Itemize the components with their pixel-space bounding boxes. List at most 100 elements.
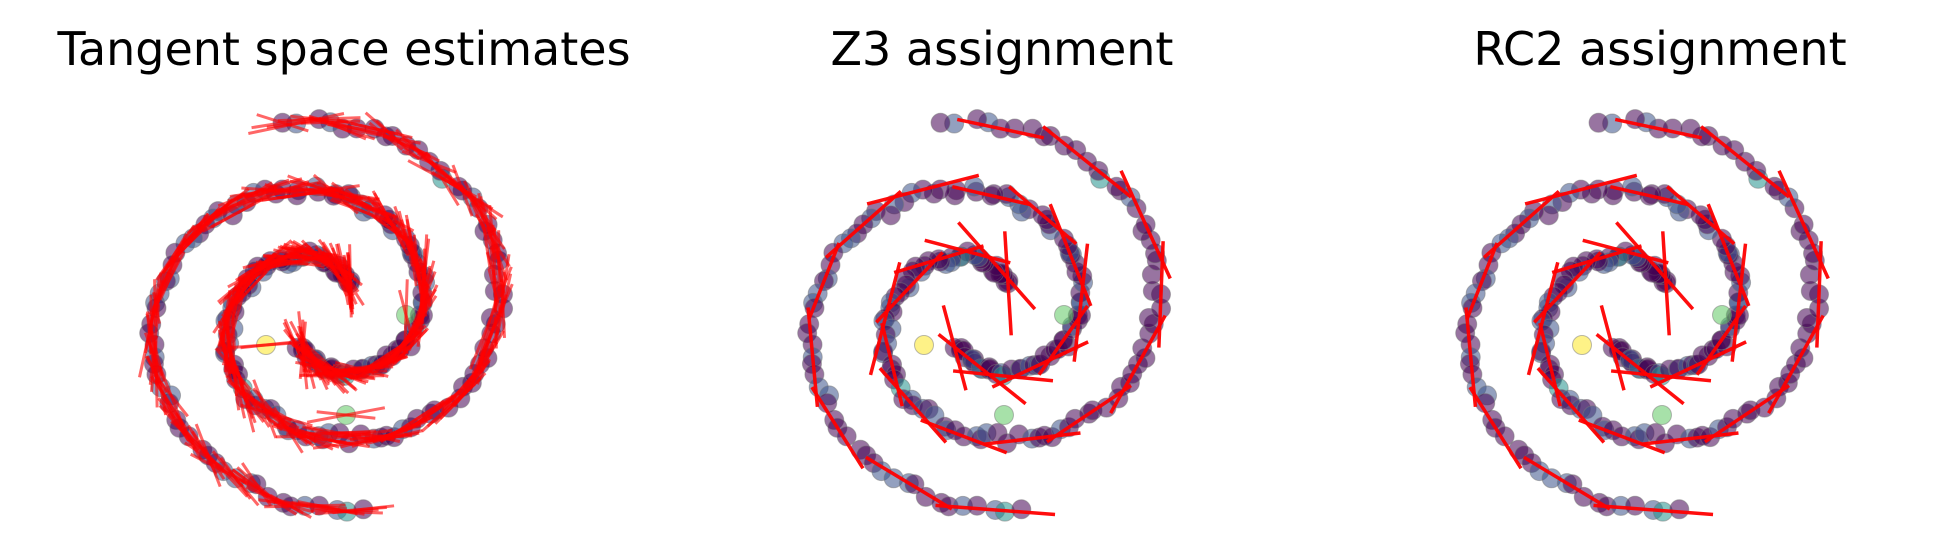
panel-title: Tangent space estimates [57, 22, 631, 76]
data-point [914, 335, 934, 355]
tangent-line [920, 418, 1008, 455]
tangent-line [238, 478, 298, 516]
tangent-line [411, 393, 458, 428]
tangent-line [297, 325, 316, 389]
data-point [967, 495, 988, 516]
tangent-line [1041, 125, 1133, 199]
tangent-line [1614, 117, 1703, 140]
tangent-line [1109, 314, 1167, 414]
tangent-line [864, 455, 953, 511]
panel-z3: Z3 assignment [676, 0, 1328, 557]
tangent-line [810, 386, 865, 470]
plot-z3 [797, 109, 1172, 522]
tangent-line [1730, 243, 1748, 362]
data-point [1669, 499, 1690, 520]
tangent-line [935, 503, 1056, 517]
tangent-line [241, 462, 272, 507]
data-point [1588, 112, 1609, 133]
tangent-line [1777, 170, 1830, 280]
tangent-line [1007, 185, 1078, 246]
data-point [930, 112, 951, 133]
tangent-line [1048, 203, 1093, 307]
tangent-line [991, 340, 1089, 389]
tangent-line [389, 399, 445, 438]
tangent-line [403, 279, 409, 351]
tangent-line [364, 111, 421, 161]
tangent-line [138, 288, 161, 378]
tangent-line [1468, 386, 1523, 470]
tangent-line [1706, 203, 1751, 307]
tangent-line [866, 173, 980, 206]
tangent-line [1595, 332, 1685, 406]
tangent-line [470, 330, 505, 387]
data-point [1652, 405, 1672, 425]
tangent-line [306, 406, 386, 424]
tangent-line [1610, 369, 1712, 383]
tangent-line [1526, 261, 1560, 376]
tangent-line [231, 306, 236, 351]
tangent-line [1593, 503, 1714, 517]
tangent-line [1703, 384, 1791, 444]
tangent-line [1615, 221, 1695, 311]
tangent-line [1536, 367, 1606, 444]
plot-tangent [138, 109, 514, 522]
tangent-line [1551, 244, 1642, 275]
tangent-line [253, 401, 300, 430]
tangent-line [251, 116, 314, 130]
tangent-line [153, 373, 189, 418]
tangent-line [807, 242, 841, 321]
tangent-line [1522, 455, 1611, 511]
tangent-line [332, 504, 395, 515]
tangent-line [1649, 340, 1747, 389]
tangent-line [878, 367, 948, 444]
tangent-line [158, 256, 181, 301]
panel-rc2: RC2 assignment [1334, 0, 1958, 557]
data-point [1494, 426, 1515, 447]
tangent-line [266, 118, 326, 129]
tangent-line [264, 503, 346, 509]
tangent-line [240, 340, 292, 350]
tangent-line [956, 117, 1045, 140]
tangent-line [228, 288, 241, 336]
tangent-line [1699, 125, 1791, 199]
tangent-line [1661, 231, 1671, 336]
data-point [1712, 305, 1732, 325]
tangent-line [1538, 322, 1562, 407]
tangent-line [937, 332, 1027, 406]
data-point [1572, 335, 1592, 355]
tangent-line [1665, 185, 1736, 246]
tangent-line [351, 127, 421, 145]
tangent-line [880, 322, 904, 407]
tangent-line [202, 197, 264, 233]
tangent-line [1524, 173, 1638, 206]
tangent-line [1609, 184, 1690, 207]
tangent-line [198, 444, 249, 498]
tangent-line [211, 450, 260, 507]
tangent-line [1578, 418, 1666, 455]
data-point [994, 405, 1014, 425]
data-point [1011, 499, 1032, 520]
tangent-line [261, 188, 332, 202]
tangent-line [1465, 242, 1499, 321]
plot-rc2 [1455, 109, 1830, 522]
tangent-line [1003, 231, 1013, 336]
tangent-line [407, 159, 478, 199]
data-point [836, 426, 857, 447]
tangent-line [957, 221, 1037, 311]
tangent-line [952, 369, 1054, 383]
tangent-line [1641, 431, 1739, 446]
tangent-line [893, 244, 984, 275]
tangent-line [242, 180, 310, 208]
tangent-line [868, 261, 902, 376]
tangent-line [1045, 384, 1133, 444]
tangent-line [1119, 170, 1172, 280]
tangent-line [495, 254, 511, 335]
tangent-line [1072, 243, 1090, 362]
panel-tangent: Tangent space estimates [18, 0, 670, 557]
tangent-line [983, 431, 1081, 446]
tangent-line [215, 184, 278, 220]
panel-title: Z3 assignment [830, 22, 1174, 76]
data-point [1625, 495, 1646, 516]
data-point [1054, 305, 1074, 325]
panel-title: RC2 assignment [1473, 22, 1847, 76]
